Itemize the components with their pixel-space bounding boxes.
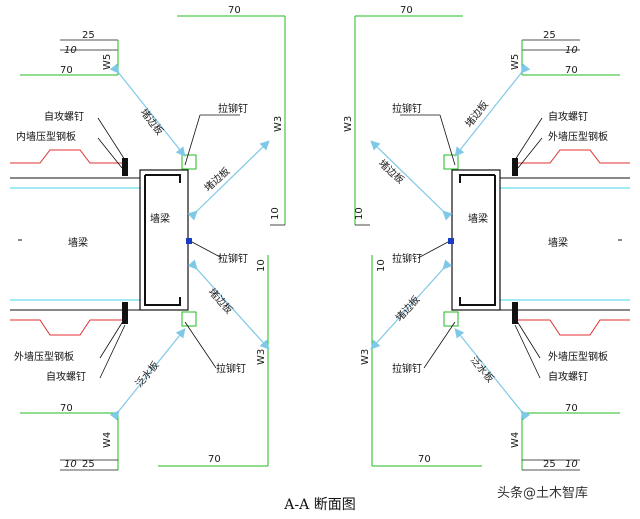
left-leader-zigong-top: [97, 117, 126, 161]
right-screw-bottom: [512, 302, 518, 324]
right-purlin: [451, 169, 501, 311]
left-lamao-top: 拉铆钉: [218, 102, 248, 115]
watermark: 头条@土木智库: [494, 481, 592, 502]
left-screw-top: [122, 158, 128, 176]
right-top-70: 70: [400, 5, 413, 16]
right-bottom-10: 10: [565, 459, 578, 470]
right-screw-top: [512, 158, 518, 176]
right-bottom-sheet: [515, 319, 630, 336]
right-top-25: 25: [543, 30, 556, 41]
left-detail: 70 25 10 W5 70 W3 10 10 W3 70 70 W4 10 2…: [10, 5, 286, 471]
right-rivet-mid: [448, 238, 454, 244]
diagram-title: A-A 断面图: [284, 497, 356, 513]
left-bottom-70: 70: [60, 403, 73, 414]
left-top-10: 10: [64, 45, 77, 56]
left-zhebanban-mid: 堵边板: [201, 164, 232, 194]
right-zhebanban-top: 堵边板: [462, 98, 491, 130]
right-zigong-bottom: 自攻螺钉: [548, 370, 588, 383]
left-arrow-mid: [187, 140, 270, 221]
right-top-w5: W5: [510, 54, 521, 70]
left-zhebanban-top: 堵边板: [138, 106, 167, 138]
left-leader-lamao-bottom: [184, 321, 217, 369]
left-waijiao: 泛水板: [132, 359, 161, 390]
right-qiangliang-center: 墙梁: [468, 212, 488, 225]
left-arrow-bottom: [109, 328, 186, 421]
left-w3-lower: W3: [256, 349, 267, 365]
left-purlin-inner: [144, 174, 181, 306]
right-bottom-25: 25: [543, 459, 556, 470]
right-lamao-bottom: 拉铆钉: [392, 362, 422, 375]
right-zigong-top: 自攻螺钉: [548, 110, 588, 123]
left-w3-upper: W3: [273, 116, 284, 132]
right-purlin-inner: [459, 174, 496, 306]
left-top-70b: 70: [60, 65, 73, 76]
left-purlin: [139, 169, 189, 311]
left-screw-bottom: [122, 302, 128, 324]
left-bottom-25: 25: [82, 459, 95, 470]
left-zigong-top: 自攻螺钉: [44, 110, 84, 123]
right-top-10: 10: [565, 45, 578, 56]
left-arrow-top: [109, 63, 186, 157]
right-w3-lower: W3: [360, 349, 371, 365]
left-qiangliang-center: 墙梁: [150, 212, 170, 225]
left-arrow-low: [187, 259, 270, 350]
left-10-lower: 10: [256, 259, 267, 272]
right-qiangliang-main: 墙梁: [548, 236, 568, 249]
right-lamao-top: 拉铆钉: [392, 102, 422, 115]
left-waiqiang: 外墙压型钢板: [14, 350, 74, 363]
right-top-sheet: [515, 149, 630, 164]
right-detail: 70 25 10 W5 70 W3 10 10 W3 70 70 W4 10 2…: [343, 5, 630, 471]
left-leader-lamao-mid: [191, 241, 223, 259]
left-inner-sheet: [10, 149, 125, 164]
right-waijiao: 泛水板: [468, 354, 497, 385]
left-flash-top: [181, 154, 197, 170]
left-bottom-70b: 70: [208, 454, 221, 465]
right-waiqiang-top: 外墙压型钢板: [548, 130, 608, 143]
left-rivet-mid: [186, 238, 192, 244]
left-neiqiang: 内墙压型钢板: [16, 130, 76, 143]
left-flash-bottom: [181, 311, 197, 327]
right-bottom-70: 70: [565, 403, 578, 414]
left-w4: W4: [102, 432, 113, 448]
left-top-70: 70: [228, 5, 241, 16]
left-lamao-bottom: 拉铆钉: [216, 362, 246, 375]
right-10-lower: 10: [376, 259, 387, 272]
right-top-70b: 70: [565, 65, 578, 76]
left-top-25: 25: [82, 30, 95, 41]
left-top-w5: W5: [102, 54, 113, 70]
left-leader-lamao-top: [184, 114, 201, 166]
right-10-upper: 10: [354, 207, 365, 220]
right-lamao-mid: 拉铆钉: [392, 252, 422, 265]
left-outer-sheet: [10, 319, 125, 336]
left-10-upper: 10: [270, 207, 281, 220]
right-w3-upper: W3: [343, 116, 354, 132]
right-bottom-70b: 70: [418, 454, 431, 465]
right-waiqiang-bottom: 外墙压型钢板: [548, 350, 608, 363]
left-zhebanban-low: 堵边板: [206, 285, 236, 316]
left-bottom-10: 10: [64, 459, 77, 470]
right-w4: W4: [510, 432, 521, 448]
left-lamao-mid: 拉铆钉: [218, 252, 248, 265]
left-qiangliang-main: 墙梁: [68, 236, 88, 249]
left-zigong-bottom: 自攻螺钉: [46, 370, 86, 383]
